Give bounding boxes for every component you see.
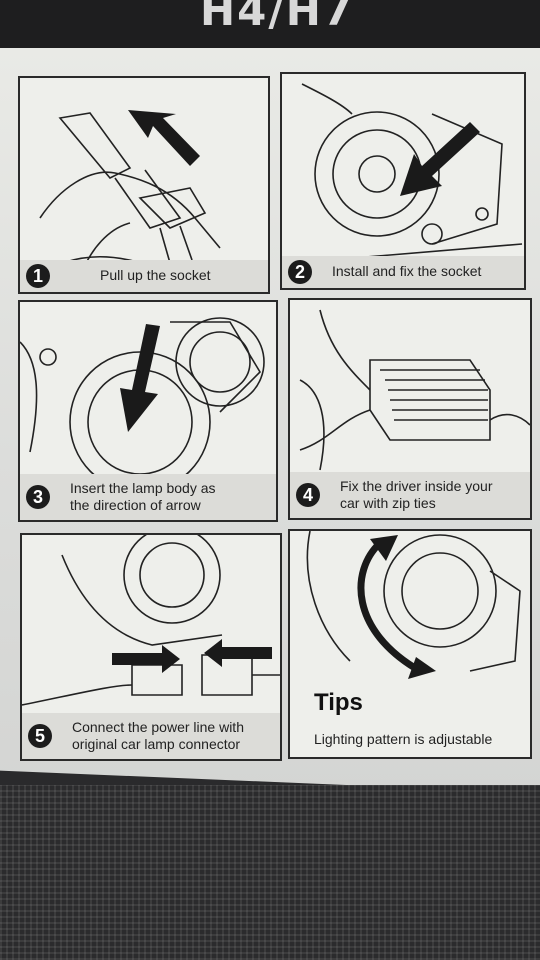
caption-4-line-2: car with zip ties xyxy=(340,495,436,511)
caption-step-1: 1 Pull up the socket xyxy=(20,260,268,292)
panel-step-5: 5 Connect the power line with original c… xyxy=(20,533,282,761)
arrow-left xyxy=(204,639,272,667)
background-carpet xyxy=(0,785,540,960)
illustration-rotate-lamp xyxy=(306,531,521,679)
illustration-connect-power xyxy=(22,535,280,706)
caption-text-4: Fix the driver inside your car with zip … xyxy=(340,478,493,512)
caption-step-5: 5 Connect the power line with original c… xyxy=(22,713,280,759)
caption-text-1: Pull up the socket xyxy=(100,267,211,283)
caption-5-line-1: Connect the power line with xyxy=(72,719,244,735)
caption-4-line-1: Fix the driver inside your xyxy=(340,478,493,494)
caption-5-line-2: original car lamp connector xyxy=(72,736,241,752)
step-number-4: 4 xyxy=(296,483,320,507)
page-title: H4/H7 xyxy=(200,0,355,35)
panel-step-4: 4 Fix the driver inside your car with zi… xyxy=(288,298,532,520)
arrow-down xyxy=(120,324,160,432)
caption-step-3: 3 Insert the lamp body as the direction … xyxy=(20,474,276,520)
step-number-5: 5 xyxy=(28,724,52,748)
arrow-down-left xyxy=(400,122,480,196)
caption-step-4: 4 Fix the driver inside your car with zi… xyxy=(290,472,530,518)
step-number-2: 2 xyxy=(288,260,312,284)
panel-step-1: 1 Pull up the socket xyxy=(18,76,270,294)
illustration-driver-box xyxy=(299,309,530,471)
tips-heading: Tips xyxy=(314,689,363,716)
step-number-3: 3 xyxy=(26,485,50,509)
caption-text-5: Connect the power line with original car… xyxy=(72,719,244,753)
panel-step-2: 2 Install and fix the socket xyxy=(280,72,526,290)
header-strip: H4/H7 xyxy=(0,0,540,48)
panel-step-3: 3 Insert the lamp body as the direction … xyxy=(18,300,278,522)
caption-3-line-1: Insert the lamp body as xyxy=(70,480,216,496)
tips-text: Lighting pattern is adjustable xyxy=(314,731,493,747)
rotation-arrow xyxy=(357,540,422,675)
panel-tips: Tips Lighting pattern is adjustable xyxy=(288,529,532,759)
caption-text-2: Install and fix the socket xyxy=(332,263,482,279)
caption-step-2: 2 Install and fix the socket xyxy=(282,256,524,288)
arrow-right xyxy=(112,645,180,673)
arrow-up-left xyxy=(128,110,200,166)
illustration-install-socket xyxy=(282,83,523,265)
step-number-1: 1 xyxy=(26,264,50,288)
caption-3-line-2: the direction of arrow xyxy=(70,497,201,513)
caption-text-3: Insert the lamp body as the direction of… xyxy=(70,480,216,514)
